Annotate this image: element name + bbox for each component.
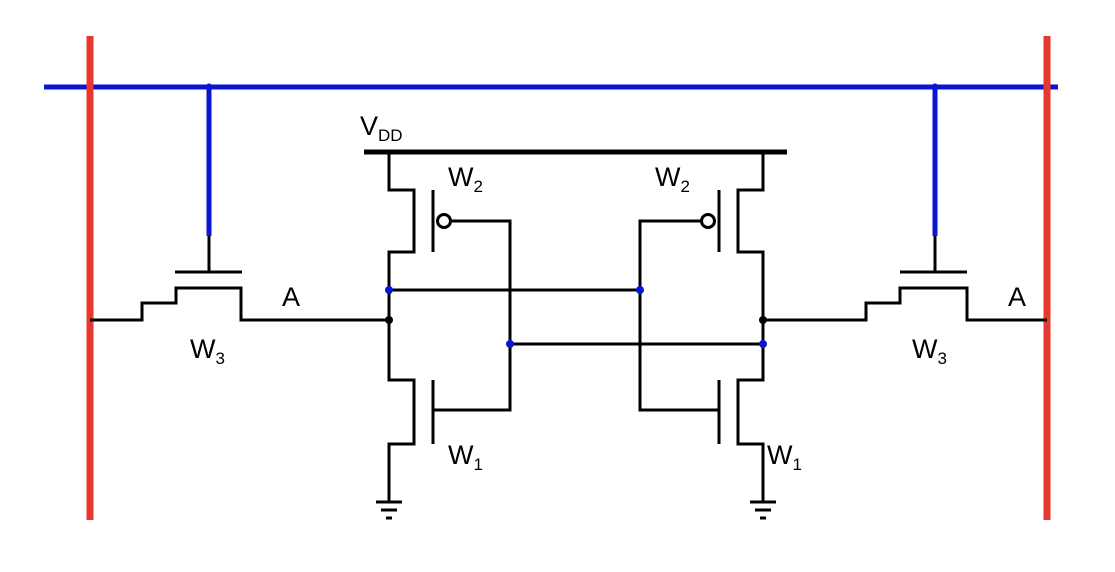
access-left-label: W3 (190, 334, 225, 368)
junction-dot (385, 286, 393, 294)
ground-symbol-right (750, 498, 776, 520)
nmos-left (387, 290, 512, 498)
node-a-left-label: A (282, 282, 300, 312)
pmos-left (387, 152, 512, 344)
node-a-right-label: A (1008, 282, 1026, 312)
nmos-right (638, 290, 765, 498)
pmos-right-label: W2 (655, 162, 690, 196)
nmos-right-label: W1 (767, 440, 802, 474)
word-line-junction-left (205, 83, 213, 91)
junction-dot (759, 340, 767, 348)
access-right-label: W3 (912, 334, 947, 368)
junction-dot (636, 286, 644, 294)
word-line-junction-right (931, 83, 939, 91)
nmos-left-label: W1 (448, 440, 483, 474)
access-transistor-left (90, 236, 389, 322)
junction-dot (506, 340, 514, 348)
pmos-left-label: W2 (448, 162, 483, 196)
access-transistor-right (763, 236, 1047, 322)
junction-dot (759, 316, 767, 324)
vdd-label: VDD (360, 111, 403, 145)
pmos-right (638, 152, 765, 290)
junction-dot (385, 316, 393, 324)
ground-symbol-left (376, 498, 402, 520)
